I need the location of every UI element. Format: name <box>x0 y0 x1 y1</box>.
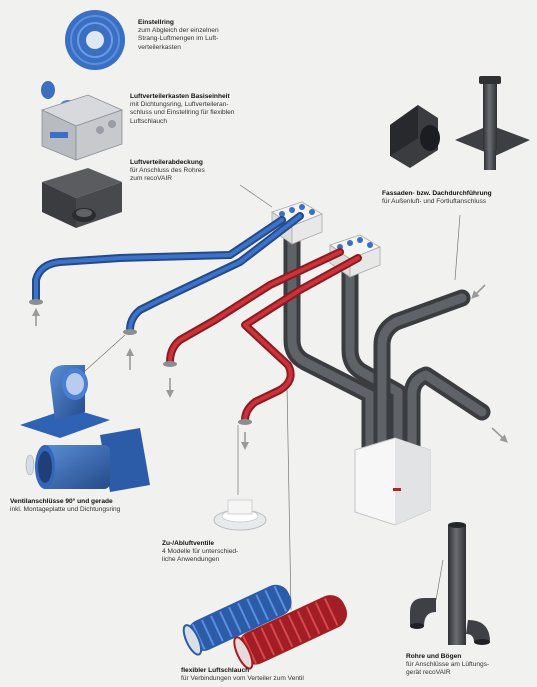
dach-durchfuehrung <box>455 76 530 170</box>
schlauch-desc: für Verbindungen vom Verteiler zum Venti… <box>181 675 304 683</box>
ventilanschluss-desc: inkl. Montageplatte und Dichtungsring <box>10 506 121 514</box>
abdeckung-title: Luftverteilerabdeckung <box>130 159 203 166</box>
flexibler-luftschlauch-blue <box>182 584 292 656</box>
flexibler-luftschlauch-red <box>233 595 348 670</box>
ventilanschluss-90 <box>20 365 110 438</box>
fassaden-desc: für Außenluft- und Fortluftanschluss <box>382 198 487 206</box>
ventile-desc: 4 Modelle für unterschied- liche Anwendu… <box>162 548 239 564</box>
blue-hoses <box>32 212 304 334</box>
verteilerkasten-box <box>40 94 124 161</box>
rohre-desc: für Anschlüsse am Lüftungs- gerät recoVA… <box>406 661 490 677</box>
flow-arrows <box>32 284 508 450</box>
grey-ducts <box>283 231 491 464</box>
red-hoses <box>166 248 362 424</box>
intake-arrow-icon <box>471 284 486 299</box>
ventilanschluss-gerade <box>25 428 150 492</box>
abdeckung-desc: für Anschluss des Rohres zum recoVAIR <box>130 167 205 183</box>
outlet-arrow-icon <box>491 427 508 443</box>
label-rohre: Rohre und Bögen für Anschlüsse am Lüftun… <box>406 653 531 678</box>
rohre-title: Rohre und Bögen <box>406 653 462 660</box>
label-ventilanschluss: Ventilanschlüsse 90° und gerade inkl. Mo… <box>10 498 180 514</box>
label-abdeckung: Luftverteilerabdeckung für Anschluss des… <box>130 159 270 184</box>
label-verteilerkasten: Luftverteilerkasten Basiseinheit mit Dic… <box>130 93 290 126</box>
rohre-und-boegen <box>410 522 490 645</box>
verteilerkasten-title: Luftverteilerkasten Basiseinheit <box>130 93 230 100</box>
label-ventile: Zu-/Abluftventile 4 Modelle für untersch… <box>162 540 272 565</box>
label-einstellring: Einstellring zum Abgleich der einzelnen … <box>138 19 268 52</box>
luftverteilerabdeckung <box>42 168 122 228</box>
ventile-title: Zu-/Abluftventile <box>162 540 215 547</box>
leader-lines <box>59 107 461 611</box>
label-schlauch: flexibler Luftschlauch für Verbindungen … <box>181 667 361 683</box>
label-fassaden: Fassaden- bzw. Dachdurchführung für Auße… <box>382 190 532 206</box>
zu-abluft-ventil <box>213 499 267 531</box>
verteilerkasten-desc: mit Dichtungsring, Luftverteileran- schl… <box>130 101 235 125</box>
recovair-unit <box>354 437 431 526</box>
hose-end-valves <box>29 299 252 425</box>
fassaden-title: Fassaden- bzw. Dachdurchführung <box>382 190 492 197</box>
einstellring-ring <box>65 10 125 70</box>
einstellring-desc: zum Abgleich der einzelnen Strang-Luftme… <box>138 27 219 51</box>
einstellring-title: Einstellring <box>138 19 174 26</box>
fassaden-hood <box>390 105 440 168</box>
schlauch-title: flexibler Luftschlauch <box>181 667 250 674</box>
ventilanschluss-title: Ventilanschlüsse 90° und gerade <box>10 498 113 505</box>
